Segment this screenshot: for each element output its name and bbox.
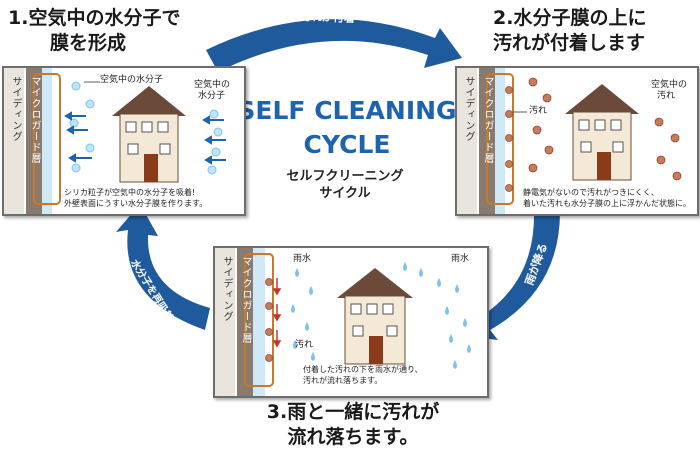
panel2-note-2: 着いた汚れも水分子膜の上に浮かんだ状態に。: [523, 199, 691, 208]
flow-arrows: [272, 278, 282, 348]
panel2-dirt-label: 汚れ: [529, 106, 548, 116]
panel1-molecule-label: 空気中の水分子: [100, 75, 164, 85]
dirt-particles: [505, 77, 682, 192]
cycle-title-line2: CYCLE: [303, 130, 391, 159]
arrow-top: [206, 19, 462, 72]
panel3-rain-label-2: 雨水: [451, 254, 470, 264]
panel3-rain-label-1: 雨水: [293, 254, 312, 264]
panel3-layer-label: マイクロガード層: [240, 256, 251, 344]
panel3-illustration: [215, 248, 471, 396]
cycle-title-line1: SELF CLEANING: [237, 96, 457, 125]
panel1-siding-label: サイディング: [10, 76, 21, 142]
water-molecules: [69, 81, 223, 175]
panel-step2: サイディング マイクロガード層 汚れ 空気中の 汚れ 静電気がないので汚れがつき…: [455, 66, 699, 216]
cycle-subtitle-line1: セルフクリーニング: [286, 169, 404, 184]
step2-title-line1: 2.水分子膜の上に: [493, 7, 647, 29]
house-icon: [337, 268, 413, 365]
arrow-left: [116, 204, 210, 330]
house-icon: [565, 84, 639, 181]
panel2-siding-label: サイディング: [463, 76, 474, 142]
step3-title-line1: 3.雨と一緒に汚れが: [266, 401, 440, 423]
panel1-note-1: シリカ粒子が空気中の水分子を吸着!: [64, 188, 196, 197]
panel1-house-label-2: 水分子: [198, 91, 226, 101]
inflow-arrows: [64, 111, 226, 165]
step3-title: 3.雨と一緒に汚れが 流れ落ちます。: [238, 400, 468, 450]
panel3-siding-label: サイディング: [221, 256, 232, 322]
panel1-layer-label: マイクロガード層: [29, 76, 40, 164]
panel2-house-label-2: 汚れ: [657, 91, 676, 101]
cycle-title: SELF CLEANING CYCLE: [236, 94, 458, 162]
step2-title: 2.水分子膜の上に 汚れが付着します: [493, 6, 693, 56]
step1-title-line1: 1.空気中の水分子で: [8, 7, 181, 29]
arrow-top-label: 汚れが付着: [299, 10, 356, 25]
panel3-note-1: 付着した汚れの下を雨水が通り、: [303, 365, 423, 374]
falling-dirt: [265, 278, 273, 362]
cycle-subtitle: セルフクリーニング サイクル: [250, 168, 440, 202]
panel-step1: サイディング マイクロガード層 空気中の水分子 空気中の 水分子 シリカ粒子が空…: [2, 66, 246, 216]
panel2-house-label-1: 空気中の: [651, 80, 688, 90]
step1-title-line2: 膜を形成: [50, 32, 127, 54]
panel2-note-1: 静電気がないので汚れがつきにくく、: [523, 188, 659, 197]
panel-step3: サイディング マイクロガード層 雨水 雨水 汚れ 付着した汚れの下を雨水が通り、…: [213, 246, 489, 398]
cycle-subtitle-line2: サイクル: [319, 186, 371, 201]
panel1-house-label-1: 空気中の: [194, 80, 231, 90]
step3-title-line2: 流れ落ちます。: [287, 426, 419, 448]
panel1-note-2: 外壁表面にうすい水分子膜を作ります。: [64, 199, 208, 208]
step2-title-line2: 汚れが付着します: [493, 32, 646, 54]
panel3-note-2: 汚れが流れ落ちます。: [303, 376, 383, 385]
panel2-layer-label: マイクロガード層: [482, 76, 493, 164]
panel1-illustration: [4, 68, 226, 214]
house-icon: [112, 86, 186, 183]
panel2-illustration: [457, 68, 682, 214]
rain-drops: [291, 262, 471, 369]
step1-title: 1.空気中の水分子で 膜を形成: [8, 6, 218, 56]
arrow-right: [464, 210, 560, 340]
panel3-dirt-label: 汚れ: [295, 340, 314, 350]
